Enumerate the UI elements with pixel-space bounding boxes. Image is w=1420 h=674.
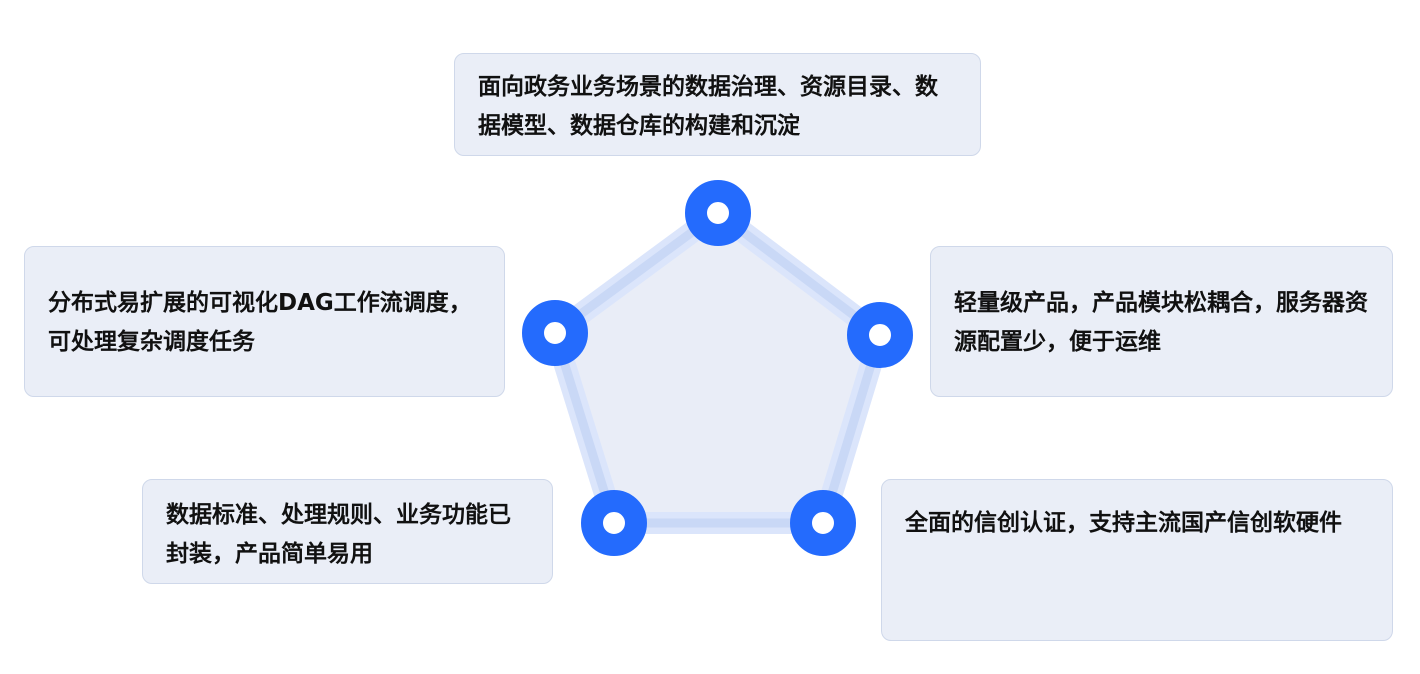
feature-box-bottom-left: 数据标准、处理规则、业务功能已封装，产品简单易用 [142,479,553,584]
feature-text: 轻量级产品，产品模块松耦合，服务器资源配置少，便于运维 [954,290,1368,355]
feature-text: 面向政务业务场景的数据治理、资源目录、数据模型、数据仓库的构建和沉淀 [478,74,938,139]
node-marker-bottom-right [790,490,856,556]
feature-box-top: 面向政务业务场景的数据治理、资源目录、数据模型、数据仓库的构建和沉淀 [454,53,981,156]
feature-text: 分布式易扩展的可视化DAG工作流调度，可处理复杂调度任务 [48,290,472,355]
node-marker-top [685,180,751,246]
node-marker-left [522,300,588,366]
pentagon-inner-edge [550,208,885,528]
feature-box-left: 分布式易扩展的可视化DAG工作流调度，可处理复杂调度任务 [24,246,505,397]
feature-box-bottom-right: 全面的信创认证，支持主流国产信创软硬件 [881,479,1393,641]
node-marker-right [847,302,913,368]
feature-text: 全面的信创认证，支持主流国产信创软硬件 [905,510,1342,536]
node-marker-bottom-left [581,490,647,556]
feature-text: 数据标准、处理规则、业务功能已封装，产品简单易用 [166,502,511,567]
feature-box-right: 轻量级产品，产品模块松耦合，服务器资源配置少，便于运维 [930,246,1393,397]
